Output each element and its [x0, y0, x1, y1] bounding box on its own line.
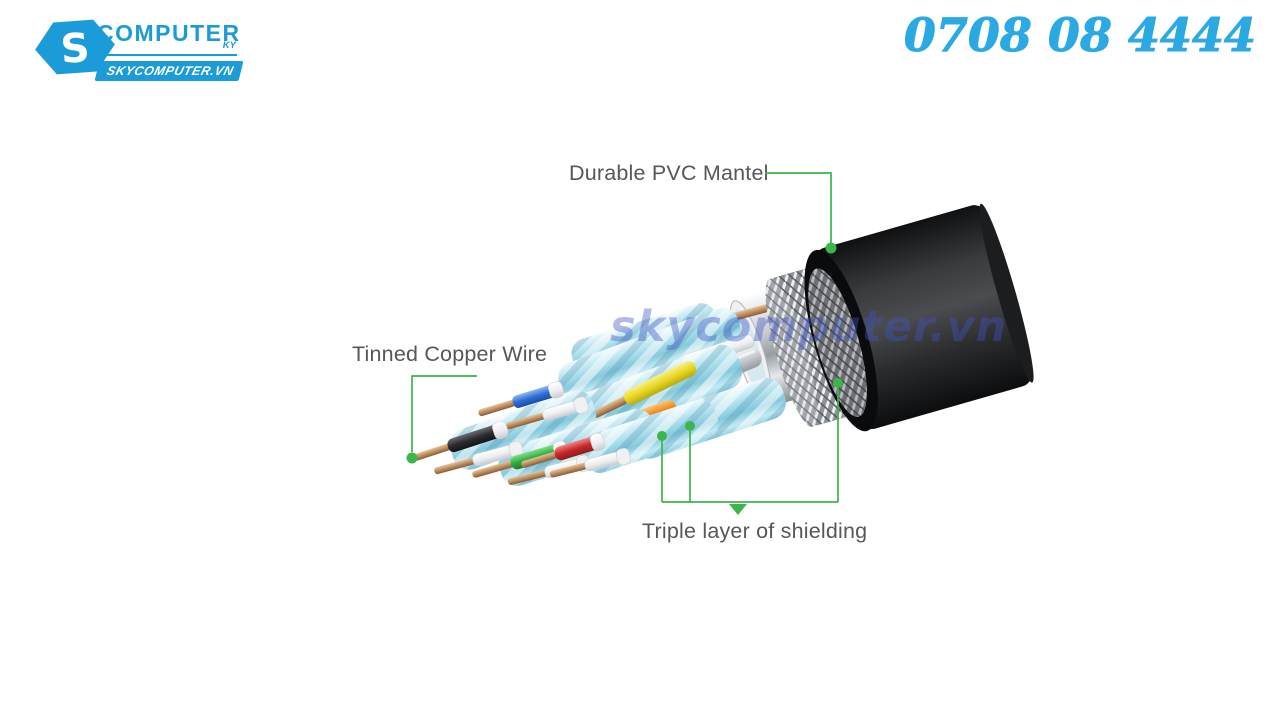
copper-tip — [472, 460, 514, 478]
brand-suffix: KY — [222, 40, 236, 51]
pvc-jacket — [804, 203, 1034, 432]
black-wire — [413, 420, 509, 461]
callout-label-triple-shielding: Triple layer of shielding — [642, 519, 868, 543]
logo-hexagon-icon: S — [35, 19, 115, 75]
callout-label-pvc-mantel: Durable PVC Mantel — [569, 161, 769, 185]
copper-tip — [434, 457, 476, 475]
yellow-wire — [592, 360, 697, 418]
copper-callout-dot — [406, 452, 418, 464]
blue-wire — [478, 381, 565, 417]
white-wire — [506, 396, 589, 430]
shield-callout-dot — [685, 421, 695, 431]
pvc-callout-dot — [825, 242, 837, 254]
brand-name: COMPUTER — [97, 20, 241, 46]
copper-tip — [478, 399, 516, 417]
brand-logo: S COMPUTER KY SKYCOMPUTER.VN — [30, 12, 244, 84]
copper-tip — [549, 462, 588, 478]
twisted-pair-wrap — [558, 307, 741, 400]
copper-tip — [592, 396, 628, 418]
shield-callout-arrow — [729, 504, 747, 515]
copper-tip — [507, 469, 548, 485]
white-wire — [434, 440, 524, 475]
copper-tip — [506, 412, 546, 430]
copper-callout-line — [411, 375, 477, 452]
shield-callout-dot — [833, 378, 843, 388]
shield-callout-dot — [657, 431, 667, 441]
logo-underline — [97, 54, 237, 56]
red-wire — [521, 432, 606, 468]
annotation-lines — [411, 172, 839, 503]
phone-number: 0708 08 4444 — [903, 8, 1256, 63]
callout-label-tinned-copper: Tinned Copper Wire — [352, 342, 548, 366]
white-wire — [549, 447, 631, 478]
watermark: skycomputer.vn — [610, 302, 1008, 352]
copper-tip — [413, 443, 451, 461]
pvc-callout-line — [765, 172, 832, 243]
copper-tip — [521, 451, 558, 468]
annotation-dots — [406, 242, 843, 515]
logo-monogram: S — [59, 25, 91, 73]
